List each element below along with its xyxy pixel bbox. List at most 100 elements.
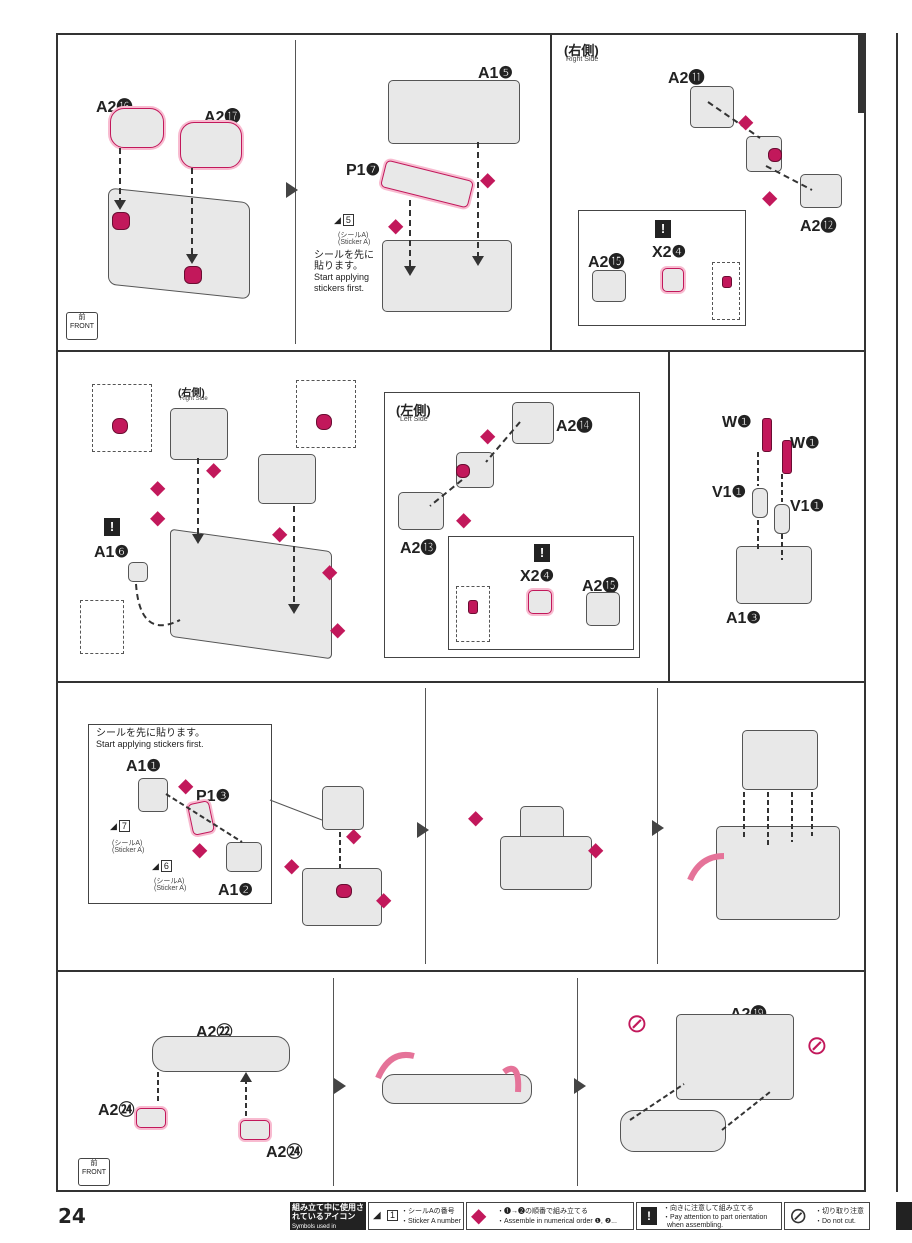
peg-inset-right (112, 418, 128, 434)
part-a222 (152, 1036, 290, 1072)
part-a224-right (240, 1120, 270, 1140)
step-2-arrows (404, 142, 484, 276)
right-side-title-jp: (右側) (564, 43, 599, 58)
col-divider-step3 (550, 33, 552, 351)
legend-sticker-en: ・Sticker A number (401, 1218, 461, 1225)
order-2-step4-left: ◆ (272, 523, 288, 545)
next-arrow-3 (652, 820, 664, 836)
step-7c-arrows (629, 1083, 771, 1131)
legend-orient-en1: ・Pay attention to part orientation (663, 1214, 768, 1221)
row-divider-3 (56, 970, 866, 972)
order-1-step3: ◆ (738, 111, 754, 133)
part-label-a217: A2⓱ (204, 109, 241, 126)
assembly-step7b (382, 1074, 532, 1104)
sticker-ref-6-en: (Sticker A) (154, 885, 187, 892)
legend-cut-en: ・Do not cut. (815, 1218, 856, 1225)
legend-order-jp: ・❶→❷の順番で組み立てる (497, 1208, 588, 1215)
legend-order-en: ・Assemble in numerical order ❶, ❷... (497, 1218, 617, 1225)
part-label-a215-step4: A2⓯ (582, 578, 619, 595)
step-3-arrows (707, 101, 813, 191)
order-3-step6-left: ◆ (284, 855, 300, 877)
assembly-lower-step7c (620, 1110, 726, 1152)
order-2-step3: ◆ (762, 187, 778, 209)
peg-left (112, 212, 130, 230)
left-side-title-en: Left Side (400, 416, 428, 423)
part-a212 (800, 174, 842, 208)
assembly-step6b (500, 836, 592, 890)
detail-inset-x24 (712, 262, 740, 320)
part-label-w1-left: W❶ (722, 414, 752, 431)
part-a15 (388, 80, 520, 144)
order-3-step4-bottom: ◆ (322, 561, 338, 583)
part-v1-right (774, 504, 790, 534)
order-3-step6-right: ◆ (376, 889, 392, 911)
order-1-step2: ◆ (388, 215, 404, 237)
part-label-a212: A2⓬ (800, 218, 837, 235)
order-2-step4-right: ◆ (206, 459, 222, 481)
alert-icon: ! (641, 1207, 657, 1225)
part-label-w1-right: W❶ (790, 435, 820, 452)
sticker-ref-6: ◢6 (152, 860, 172, 872)
peg-step6 (336, 884, 352, 898)
order-5-step6b-right: ◆ (588, 839, 604, 861)
order-2-step2: ◆ (480, 169, 496, 191)
order-1-step4-top: ◆ (150, 507, 166, 529)
part-label-a11: A1❶ (126, 758, 161, 775)
order-2-step6: ◆ (178, 775, 194, 797)
sticker-ref-7: ◢7 (110, 820, 130, 832)
legend-sticker-jp: ・シールAの番号 (401, 1208, 455, 1215)
legend-sticker-number: 1 (387, 1210, 399, 1221)
part-label-x24: X2❹ (652, 244, 686, 261)
order-1-step4-detail: ◆ (480, 425, 496, 447)
peg-detail-x24-step4 (468, 600, 478, 614)
right-side-label-en: Right Side (180, 396, 208, 402)
part-a217 (180, 122, 242, 168)
orientation-alert-step4-detail: ! (534, 544, 550, 562)
part-a215-step4 (586, 592, 620, 626)
part-label-p17: P1❼ (346, 162, 380, 179)
order-1-step6: ◆ (192, 839, 208, 861)
assembly-base-step2 (382, 240, 512, 312)
part-w1-right (782, 440, 792, 474)
right-side-title-en: Right Side (566, 56, 599, 63)
page-number: 24 (58, 1204, 86, 1228)
step-1-arrows-2 (186, 168, 198, 264)
part-upper-step6 (322, 786, 364, 830)
part-v1-left (752, 488, 768, 518)
order-1-step4-bottom: ◆ (330, 619, 346, 641)
part-a12 (226, 842, 262, 872)
order-5-step6b-left: ◆ (468, 807, 484, 829)
legend-do-not-cut: ⊘ ・切り取り注意 ・Do not cut. (784, 1202, 870, 1230)
frame-corner-accent (858, 33, 866, 113)
part-label-a224-left: A2㉔ (98, 1102, 135, 1119)
peg-detail-x24 (722, 276, 732, 288)
legend-sticker: ◢ 1 ・シールAの番号 ・Sticker A number (368, 1202, 464, 1230)
order-4-step6: ◆ (346, 825, 362, 847)
legend-order: ◆ ・❶→❷の順番で組み立てる ・Assemble in numerical o… (466, 1202, 634, 1230)
part-label-x24-step4: X2❹ (520, 568, 554, 585)
assembly-base-step6 (302, 868, 382, 926)
order-3-step4-top: ◆ (150, 477, 166, 499)
note-stickers-first-step6: シールを先に貼ります。 Start applying stickers firs… (96, 728, 205, 749)
detail-inset-a16 (80, 600, 124, 654)
col-divider-row4a (333, 978, 334, 1186)
next-arrow-5 (574, 1078, 586, 1094)
part-label-a213: A2⓭ (400, 540, 437, 557)
sticker-ref-5-en: (Sticker A) (338, 239, 371, 246)
legend-orient-jp: ・向きに注意して組み立てる (663, 1205, 754, 1212)
part-a216 (110, 108, 164, 148)
part-label-a16: A1❻ (94, 544, 129, 561)
legend-cut-jp: ・切り取り注意 (815, 1208, 864, 1215)
next-page-legend-edge (896, 1202, 912, 1230)
detail-inset-x24-step4 (456, 586, 490, 642)
row-divider-1 (56, 350, 866, 352)
part-label-a13: A1❸ (726, 610, 761, 627)
step-7b-arrows (375, 1052, 522, 1093)
part-a16 (128, 562, 148, 582)
step-4-arrows (135, 458, 300, 627)
no-cut-icon: ⊘ (789, 1203, 808, 1228)
step-4-detail-arrows (429, 421, 521, 507)
part-label-a215: A2⓯ (588, 254, 625, 271)
part-label-a15: A1❺ (478, 65, 513, 82)
left-side-title-jp: (左側) (396, 403, 431, 418)
